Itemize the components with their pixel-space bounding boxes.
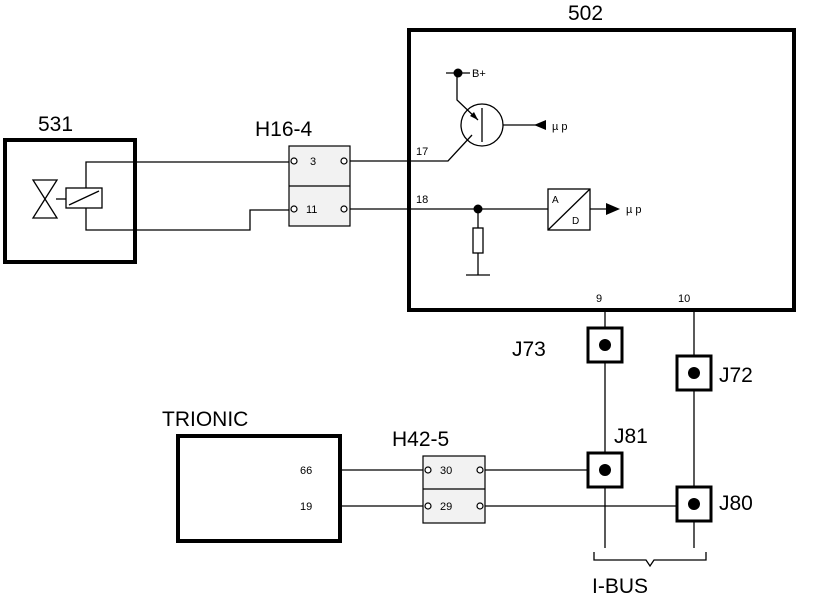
- trionic-pin-19: 19: [300, 501, 312, 513]
- ecu-pin-17: 17: [416, 146, 428, 158]
- ibus-brace: [593, 552, 707, 568]
- ecu-pin-9: 9: [596, 293, 602, 305]
- junction-j73-label: J73: [512, 338, 546, 361]
- junction-j72-label: J72: [719, 364, 753, 387]
- adc-a-label: A: [552, 195, 559, 206]
- component-531-label: 531: [38, 113, 73, 136]
- microprocessor-label-2: µ p: [626, 204, 642, 216]
- wire-531-h16-3: [85, 161, 290, 188]
- ecu-pin-10: 10: [678, 293, 690, 305]
- junction-j80-label: J80: [719, 492, 753, 515]
- h42-pin-30: 30: [440, 465, 452, 477]
- component-502-label: 502: [568, 2, 603, 25]
- junction-j72: [675, 354, 713, 392]
- junction-j81-label: J81: [614, 425, 648, 448]
- trionic-box: [176, 434, 342, 543]
- junction-j73: [586, 326, 624, 364]
- bplus-node: [453, 68, 463, 78]
- bplus-label: B+: [472, 68, 486, 80]
- ibus-label: I-BUS: [592, 575, 648, 598]
- h42-pin-29: 29: [440, 501, 452, 513]
- microprocessor-label-1: µ p: [552, 121, 568, 133]
- wire-pin17-internal: [409, 134, 473, 162]
- valve-icon: [31, 179, 103, 219]
- connector-h42-label: H42-5: [392, 428, 449, 451]
- component-531-box: [3, 138, 137, 264]
- trionic-label: TRIONIC: [162, 408, 248, 431]
- resistor-icon: [472, 227, 484, 254]
- junction-j80: [675, 485, 713, 523]
- trionic-pin-66: 66: [300, 465, 312, 477]
- ecu-pin-18: 18: [416, 194, 428, 206]
- h16-pin-3: 3: [310, 156, 316, 168]
- connector-h16-label: H16-4: [255, 118, 313, 141]
- adc-d-label: D: [572, 216, 579, 227]
- junction-j81: [586, 451, 624, 489]
- component-502-box: [407, 28, 796, 312]
- transistor-icon: [456, 73, 546, 147]
- h16-pin-11: 11: [306, 204, 317, 216]
- wire-531-h16-11: [85, 208, 290, 231]
